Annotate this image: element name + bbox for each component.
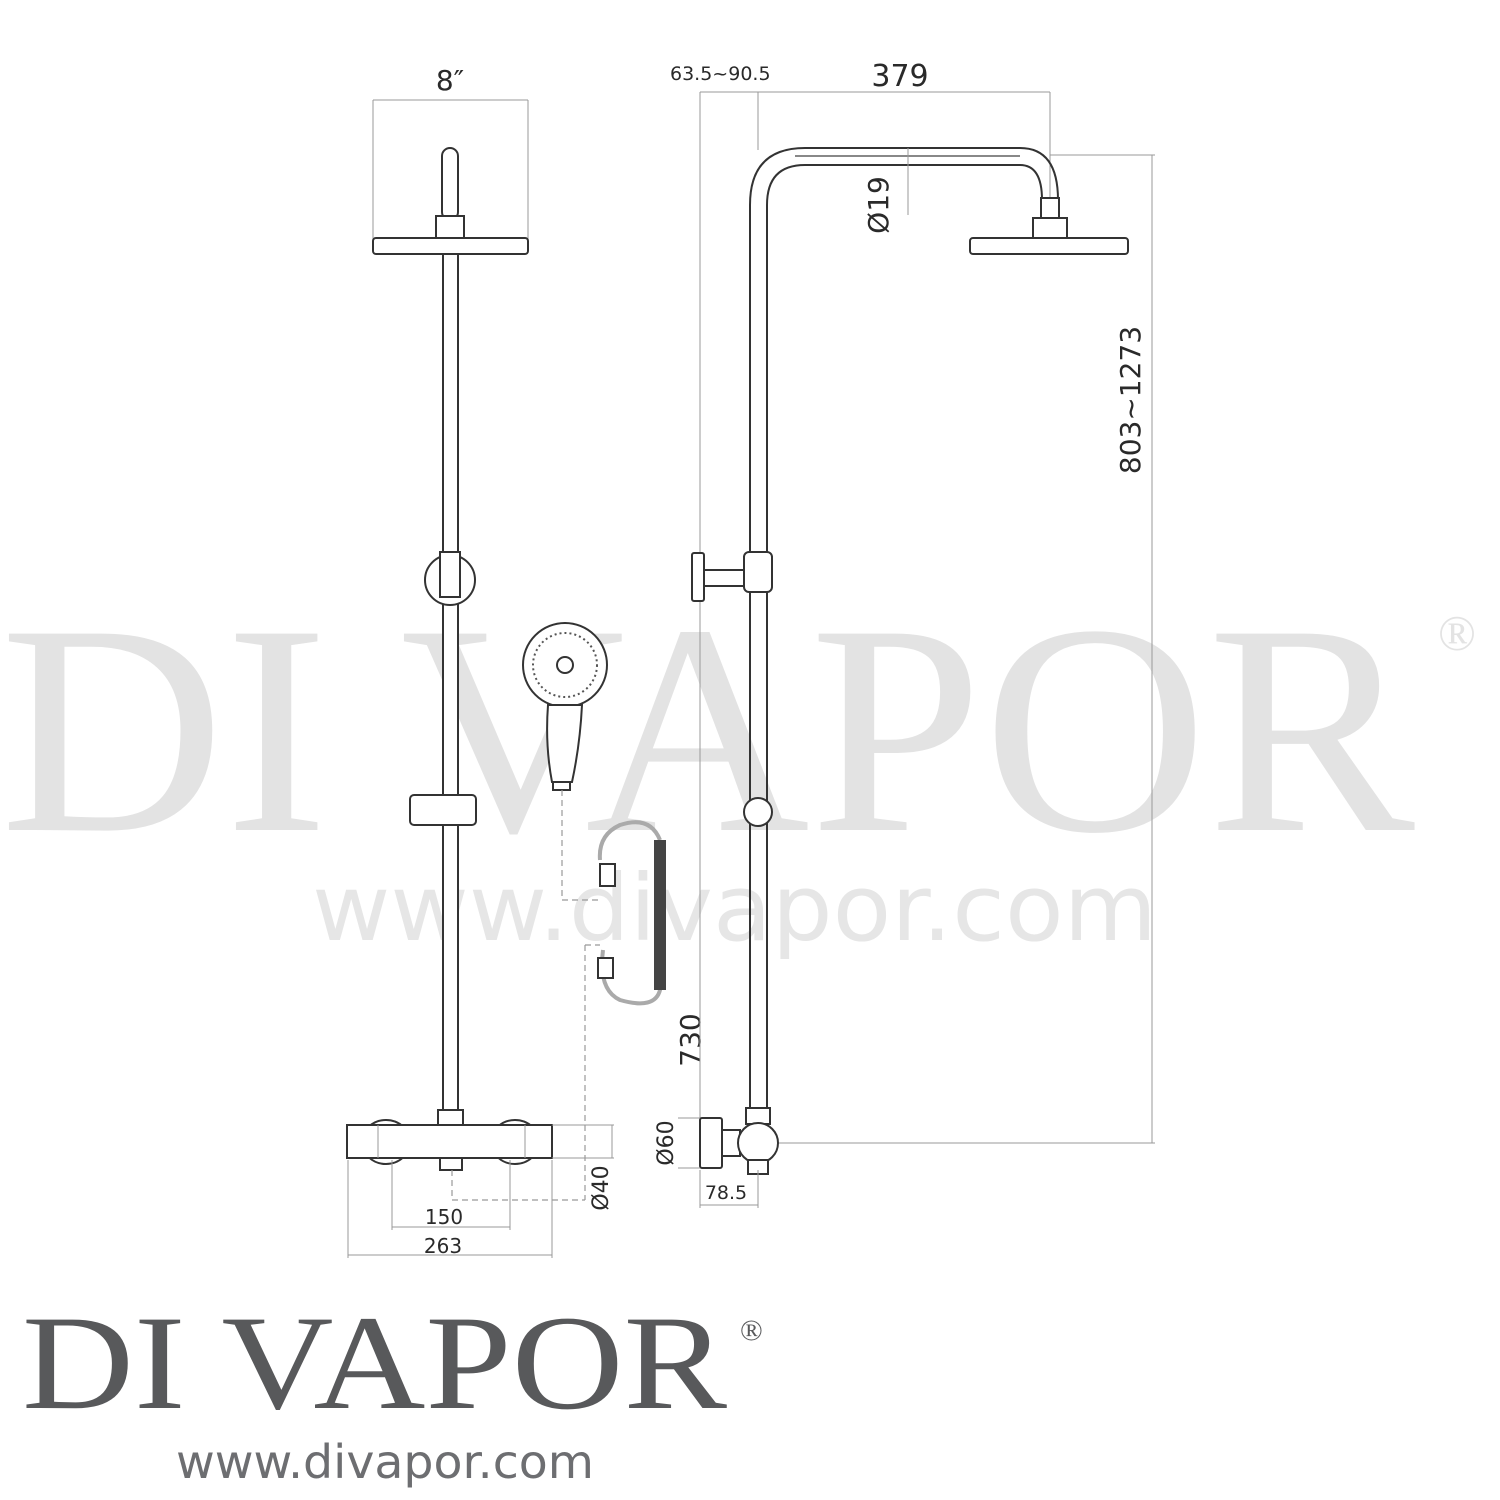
dim-arm-reach: 379 [871,59,928,94]
dim-valve-width: 263 [424,1234,462,1258]
logo-url: www.divapor.com [176,1435,594,1489]
logo-brand: DI VAPOR [22,1289,727,1438]
hand-shower-handle [546,704,584,783]
slider-front [409,794,477,826]
dim-valve-diameter: Ø40 [589,1165,614,1210]
dim-hose-length: 730 [674,1013,707,1066]
watermark-brand: DI VAPOR [0,563,1417,895]
riser-top [441,147,459,221]
front-view: 8″ 150 263 Ø40 [346,64,614,1258]
hose-cone-nut [599,863,616,887]
slider-side [743,797,773,827]
dim-flange-projection: 78.5 [705,1182,747,1204]
dim-arm-pipe-diameter: Ø19 [862,176,895,234]
shower-head-side [969,237,1129,255]
riser-rail-front [442,253,459,1115]
watermark: DI VAPOR ® www.divapor.com [0,563,1476,962]
elbow-side [737,1122,779,1164]
hose-coil [654,840,666,990]
wall-flange-side [699,1117,723,1169]
shower-head-front [372,237,529,255]
wall-bracket-side [691,552,705,602]
dim-wall-offset: 63.5~90.5 [670,63,771,85]
dim-height-range: 803~1273 [1114,326,1147,474]
hand-shower-kit: 730 [522,622,707,1200]
side-view: 63.5~90.5 379 Ø19 803~1273 Ø60 78.5 [654,59,1155,1208]
watermark-registered: ® [1438,605,1476,661]
thermostatic-valve [346,1124,553,1159]
logo-registered: ® [740,1314,763,1347]
watermark-url: www.divapor.com [312,855,1157,962]
dim-inlet-centres: 150 [425,1205,463,1229]
dim-head-diameter: 8″ [436,64,464,97]
hose-hex-nut [597,957,614,979]
brand-logo: DI VAPOR ® www.divapor.com [22,1289,763,1489]
dim-flange-diameter: Ø60 [654,1120,679,1165]
head-connector [435,215,465,239]
bracket-block [439,551,461,598]
